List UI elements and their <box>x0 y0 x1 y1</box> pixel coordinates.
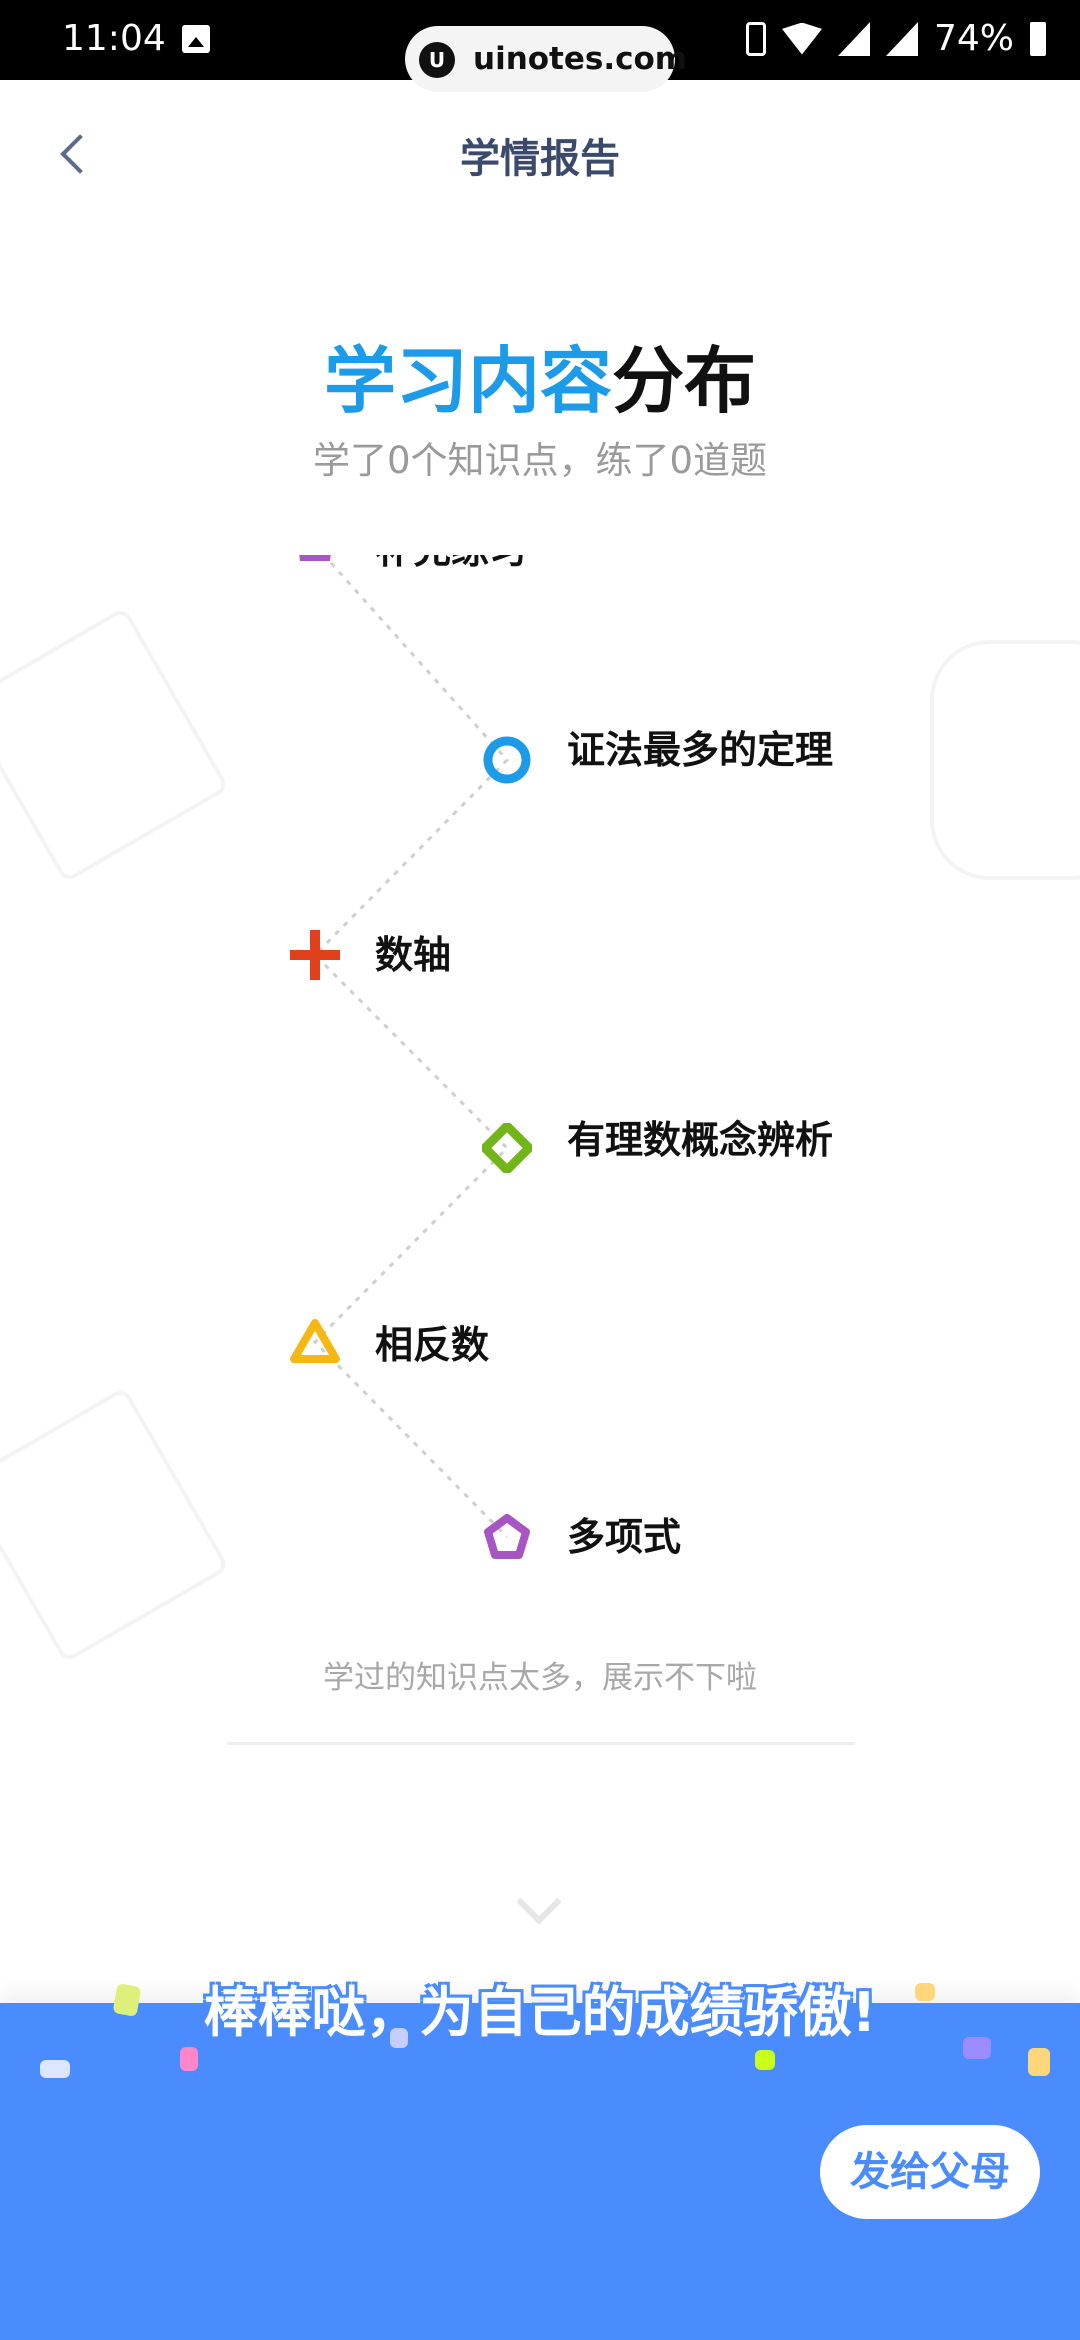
pentagon-icon <box>482 1512 532 1562</box>
watermark-logo-icon: U <box>419 42 455 78</box>
section-title: 学习内容分布 <box>0 322 1080 427</box>
confetti <box>1028 2048 1050 2076</box>
vibrate-icon <box>745 21 766 56</box>
image-notification-icon <box>182 25 210 53</box>
title-highlight: 学习内容 <box>323 339 612 423</box>
confetti <box>963 2037 991 2059</box>
connector-lines <box>312 555 510 1539</box>
page-title: 学情报告 <box>460 136 620 182</box>
confetti <box>755 2050 775 2070</box>
list-item: 相反数 <box>375 1323 490 1367</box>
diamond-icon <box>478 1119 536 1177</box>
list-item: 多项式 <box>567 1515 682 1559</box>
section-subtitle: 学了0个知识点，练了0道题 <box>312 439 768 482</box>
battery-icon <box>1030 21 1046 56</box>
confetti <box>40 2060 70 2078</box>
plus-icon <box>290 930 340 980</box>
wifi-icon <box>781 22 822 55</box>
title-rest: 分布 <box>612 339 757 423</box>
list-item: 数轴 <box>375 933 452 977</box>
circle-icon <box>482 735 532 785</box>
footer-note: 学过的知识点太多，展示不下啦 <box>323 1660 757 1696</box>
confetti <box>180 2047 198 2071</box>
divider <box>227 1742 855 1745</box>
list-item: 证法最多的定理 <box>567 728 834 772</box>
cup-icon <box>290 555 340 573</box>
watermark-text: uinotes.com <box>473 41 688 77</box>
triangle-icon <box>290 1317 340 1367</box>
battery-percent: 74% <box>933 18 1014 59</box>
chevron-down-icon[interactable] <box>516 1879 562 1925</box>
confetti <box>390 2028 408 2048</box>
background-doodle <box>930 640 1080 880</box>
send-to-parents-button[interactable]: 发给父母 <box>820 2125 1040 2219</box>
knowledge-point-list[interactable]: 补充练习 证法最多的定理 数轴 有理数概念辨析 相反数 多项式 <box>0 555 1080 1595</box>
list-item: 补充练习 <box>375 555 645 580</box>
encouragement-banner: 棒棒哒，为自己的成绩骄傲! <box>203 1981 877 2044</box>
signal-icon <box>837 21 870 56</box>
confetti <box>915 1983 935 2001</box>
signal-icon-2 <box>885 21 918 56</box>
list-item: 有理数概念辨析 <box>567 1118 834 1162</box>
clock: 11:04 <box>62 18 166 59</box>
